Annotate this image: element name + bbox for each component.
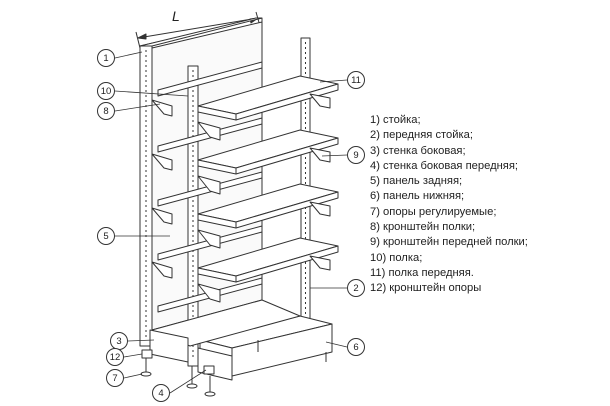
callout-8: 8 bbox=[97, 102, 115, 120]
legend-item: 2) передняя стойка; bbox=[370, 129, 473, 142]
feet bbox=[140, 340, 327, 397]
legend-item: 3) стенка боковая; bbox=[370, 144, 466, 157]
callout-12: 12 bbox=[106, 348, 124, 366]
front-shelves bbox=[197, 75, 339, 283]
callout-5: 5 bbox=[97, 227, 115, 245]
callout-9: 9 bbox=[347, 146, 365, 164]
legend-item: 8) кронштейн полки; bbox=[370, 221, 476, 234]
legend-item: 1) стойка; bbox=[370, 114, 421, 126]
parts-legend: 1) стойка; 2) передняя стойка; 3) стенка… bbox=[370, 113, 528, 297]
dimension-label-l: L bbox=[172, 8, 180, 24]
legend-item: 10) полка; bbox=[370, 251, 423, 264]
legend-item: 7) опоры регулируемые; bbox=[370, 205, 497, 218]
callout-11: 11 bbox=[347, 71, 365, 89]
callout-6: 6 bbox=[347, 338, 365, 356]
rear-post bbox=[139, 17, 263, 347]
legend-item: 6) панель нижняя; bbox=[370, 190, 465, 203]
legend-item: 12) кронштейн опоры bbox=[370, 282, 482, 295]
callout-10: 10 bbox=[97, 82, 115, 100]
callout-7: 7 bbox=[106, 369, 124, 387]
legend-item: 4) стенка боковая передняя; bbox=[370, 159, 519, 172]
callout-1: 1 bbox=[97, 49, 115, 67]
callout-4: 4 bbox=[152, 384, 170, 402]
shelf-brackets bbox=[151, 93, 331, 303]
legend-item: 9) кронштейн передней полки; bbox=[370, 236, 528, 249]
leader-lines bbox=[114, 51, 348, 394]
callout-2: 2 bbox=[347, 279, 365, 297]
legend-item: 11) полка передняя. bbox=[370, 266, 474, 279]
legend-item: 5) панель задняя; bbox=[370, 175, 463, 188]
